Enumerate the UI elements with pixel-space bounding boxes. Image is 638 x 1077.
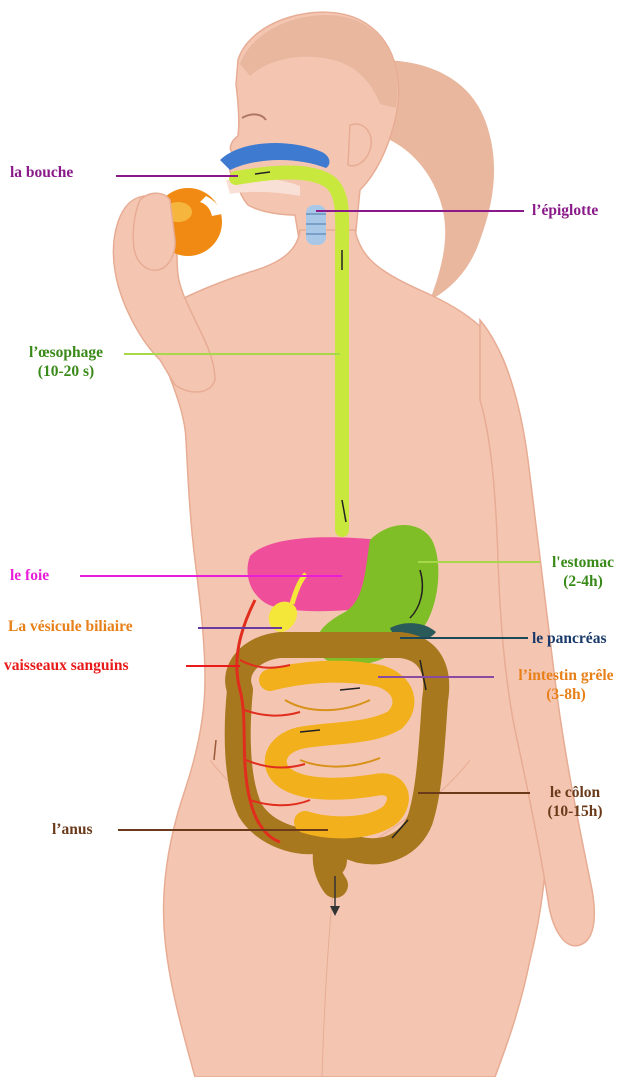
label-stomach: l'estomac (2-4h) <box>538 553 628 591</box>
label-stomach-name: l'estomac <box>538 553 628 572</box>
label-small-intestine: l’intestin grêle (3-8h) <box>497 666 635 704</box>
label-small-intestine-time: (3-8h) <box>497 685 635 704</box>
label-liver: le foie <box>10 566 49 585</box>
rectum <box>323 844 347 876</box>
label-esophagus: l’œsophage (10-20 s) <box>6 343 126 381</box>
label-colon-name: le côlon <box>530 783 620 802</box>
label-colon-time: (10-15h) <box>530 802 620 821</box>
label-epiglottis: l’épiglotte <box>532 201 598 220</box>
label-anus: l’anus <box>52 820 93 839</box>
label-small-intestine-name: l’intestin grêle <box>497 666 635 685</box>
label-esophagus-name: l’œsophage <box>6 343 126 362</box>
hand <box>133 193 175 270</box>
label-esophagus-time: (10-20 s) <box>6 362 126 381</box>
label-gallbladder: La vésicule biliaire <box>8 617 133 636</box>
label-mouth: la bouche <box>10 163 73 182</box>
label-vessels: vaisseaux sanguins <box>4 656 128 675</box>
label-colon: le côlon (10-15h) <box>530 783 620 821</box>
label-stomach-time: (2-4h) <box>538 572 628 591</box>
label-pancreas: le pancréas <box>532 629 606 648</box>
